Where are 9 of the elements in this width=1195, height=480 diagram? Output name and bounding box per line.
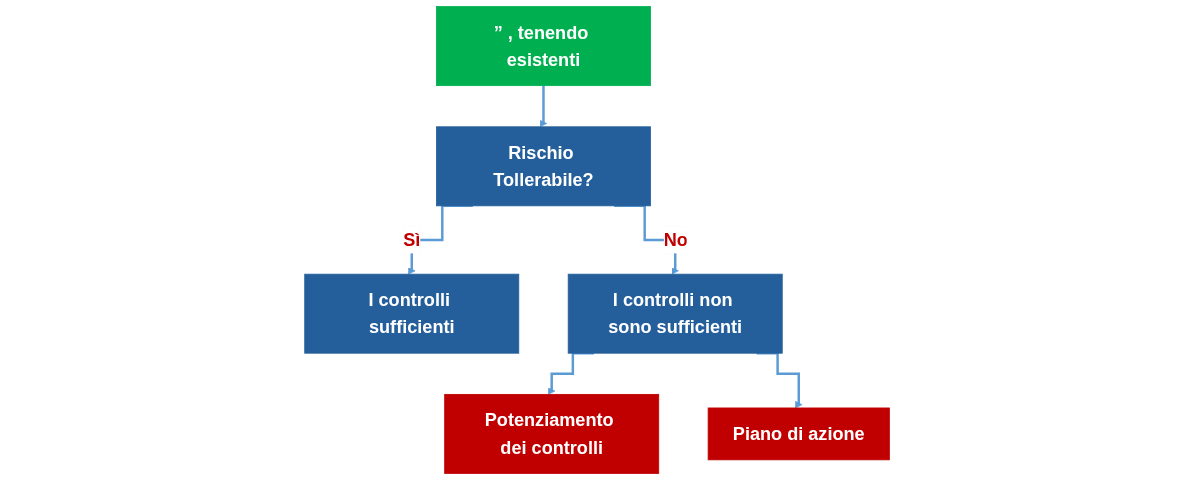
- node-box: Potenziamento dei controlli: [444, 393, 660, 474]
- node-box: Piano di azione: [708, 407, 891, 461]
- arrow: [540, 84, 548, 128]
- edge-label: Sì: [403, 229, 421, 251]
- node-box: ” , tenendo esistenti: [436, 6, 652, 87]
- edge-label: No: [664, 229, 689, 251]
- node-box: I controlli non sono sufficienti: [568, 273, 784, 354]
- node-box: Rischio Tollerabile?: [436, 126, 652, 207]
- node-box: I controlli sufficienti: [304, 273, 520, 354]
